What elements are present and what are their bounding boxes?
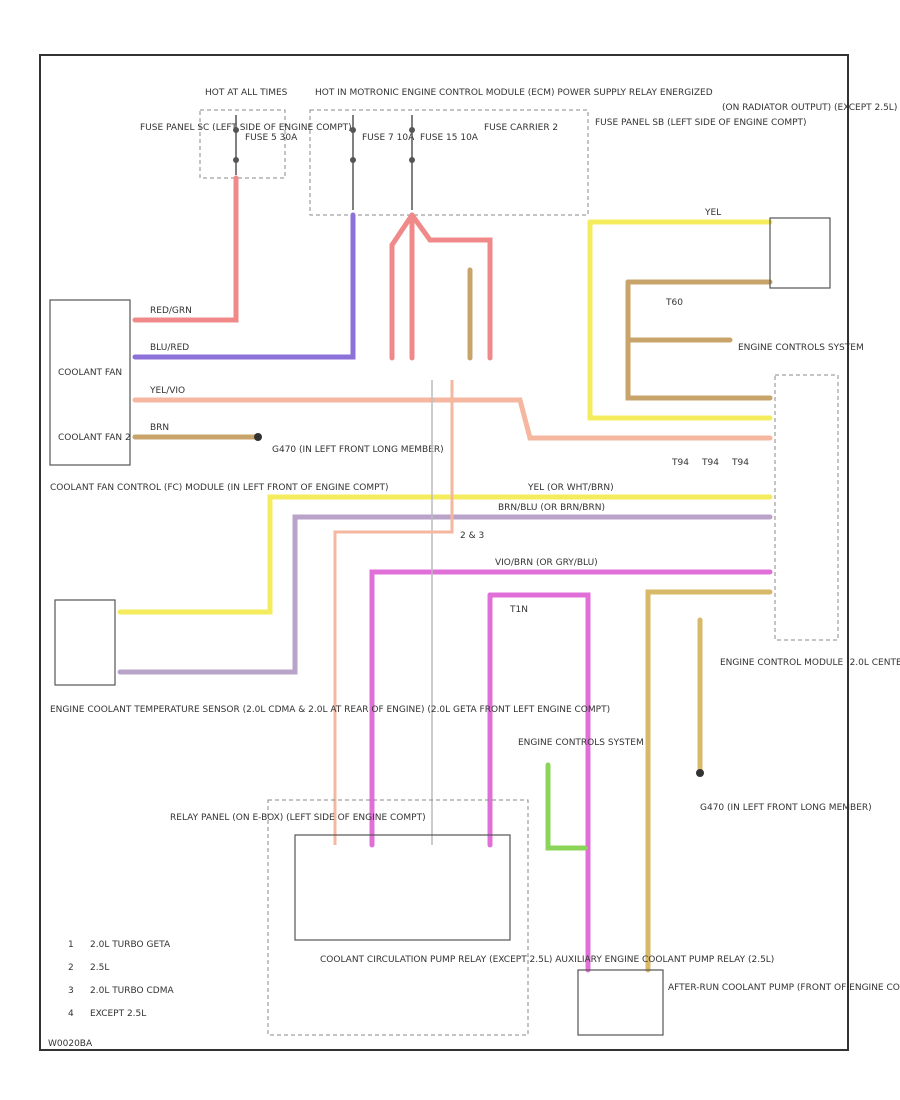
wire-brn-yel xyxy=(645,589,773,973)
engine-controls-label: ENGINE CONTROLS SYSTEM xyxy=(738,343,864,353)
engine-controls-label-2: ENGINE CONTROLS SYSTEM xyxy=(518,738,644,748)
ground-dot-right xyxy=(696,769,704,777)
afterrun-pump-box xyxy=(577,969,664,1036)
diagram-frame xyxy=(39,54,849,1051)
legend-num-1: 1 xyxy=(68,940,74,950)
fuse-symbols xyxy=(233,115,415,210)
radiator-sensor-label: (ON RADIATOR OUTPUT) (EXCEPT 2.5L) ENGIN… xyxy=(722,103,900,113)
coolant-fan-module-box xyxy=(49,299,131,466)
wire-pink-relay xyxy=(333,380,454,845)
hot-motronic-label: HOT IN MOTRONIC ENGINE CONTROL MODULE (E… xyxy=(315,88,713,98)
wire-yel-wht-brn-label: YEL (OR WHT/BRN) xyxy=(527,483,614,493)
legend-label-1: 2.0L TURBO GETA xyxy=(90,940,171,950)
radiator-sensor-box xyxy=(769,217,831,289)
t60-label: T60 xyxy=(665,298,683,308)
fuse-panel-sc-label: FUSE PANEL SC (LEFT SIDE OF ENGINE COMPT… xyxy=(140,123,352,133)
coolant-fan2-label: COOLANT FAN 2 xyxy=(58,433,131,443)
fuse-5-label: FUSE 5 30A xyxy=(245,133,298,143)
wire-red-grn-label: RED/GRN xyxy=(150,306,192,316)
circ-pump-relay-label: COOLANT CIRCULATION PUMP RELAY (EXCEPT 2… xyxy=(320,955,774,965)
diagram-id: W0020BA xyxy=(48,1039,93,1049)
wire-grn-yel xyxy=(545,762,588,851)
coolant-fan-label: COOLANT FAN xyxy=(58,368,122,378)
relay-panel-box xyxy=(267,799,529,1036)
wire-brn-label: BRN xyxy=(150,423,169,433)
wire-red-branch1 xyxy=(389,212,415,361)
legend-num-4: 4 xyxy=(68,1009,74,1019)
t1n-label: T1N xyxy=(509,605,528,615)
legend-label-3: 2.0L TURBO CDMA xyxy=(90,986,174,996)
ground-label: G470 (IN LEFT FRONT LONG MEMBER) xyxy=(272,445,444,455)
relay-panel-label: RELAY PANEL (ON E-BOX) (LEFT SIDE OF ENG… xyxy=(170,813,426,823)
wire-yel-loop xyxy=(587,219,773,421)
ecm-box xyxy=(774,374,839,641)
fuse-panel-sb-label: FUSE PANEL SB (LEFT SIDE OF ENGINE COMPT… xyxy=(595,118,807,128)
ecm-label: ENGINE CONTROL MODULE (2.0L CENTER REAR … xyxy=(720,658,900,668)
ect-sensor-box xyxy=(54,599,116,686)
t94a-label: T94 xyxy=(671,458,689,468)
wire-brn-loop xyxy=(625,279,773,401)
wire-vio-brn xyxy=(369,569,773,848)
fuse-7-label: FUSE 7 10A xyxy=(362,133,415,143)
wire-yel-vio xyxy=(132,397,773,441)
wire-brn-blu-label: BRN/BLU (OR BRN/BRN) xyxy=(498,503,605,513)
t94c-label: T94 xyxy=(731,458,749,468)
t94b-label: T94 xyxy=(701,458,719,468)
wire-blu-red-label: BLU/RED xyxy=(150,343,189,353)
afterrun-pump-label: AFTER-RUN COOLANT PUMP (FRONT OF ENGINE … xyxy=(668,983,900,993)
legend-label-2: 2.5L xyxy=(90,963,109,973)
legend: 1 2.0L TURBO GETA 2 2.5L 3 2.0L TURBO CD… xyxy=(68,940,174,1019)
relay-box xyxy=(294,834,511,941)
wire-yel-label: YEL xyxy=(704,208,721,218)
wire-brn-blu xyxy=(117,514,773,675)
wire-blu-red xyxy=(132,212,356,360)
fuse-panel-sb-box xyxy=(309,109,589,216)
splice-label: 2 & 3 xyxy=(460,531,484,541)
legend-label-4: EXCEPT 2.5L xyxy=(90,1009,146,1019)
fuse-panel-sc-box xyxy=(199,109,286,179)
wire-yel-vio-label: YEL/VIO xyxy=(149,386,185,396)
wire-yel-ect xyxy=(117,494,773,615)
hot-at-all-times-label: HOT AT ALL TIMES xyxy=(205,88,288,98)
fuse-15-label: FUSE 15 10A xyxy=(420,133,479,143)
ground-right-label: G470 (IN LEFT FRONT LONG MEMBER) xyxy=(700,803,872,813)
wire-vio-brn-label: VIO/BRN (OR GRY/BLU) xyxy=(495,558,598,568)
fuse-carrier-label: FUSE CARRIER 2 xyxy=(484,123,558,133)
wire-red-branch3 xyxy=(409,212,493,361)
legend-num-2: 2 xyxy=(68,963,74,973)
coolant-fan-module-label: COOLANT FAN CONTROL (FC) MODULE (IN LEFT… xyxy=(50,483,389,493)
ect-sensor-label: ENGINE COOLANT TEMPERATURE SENSOR (2.0L … xyxy=(50,705,610,715)
wire-red-grn xyxy=(132,175,239,323)
wire-pump-feed xyxy=(487,592,591,973)
ground-dot xyxy=(254,433,262,441)
legend-num-3: 3 xyxy=(68,986,74,996)
